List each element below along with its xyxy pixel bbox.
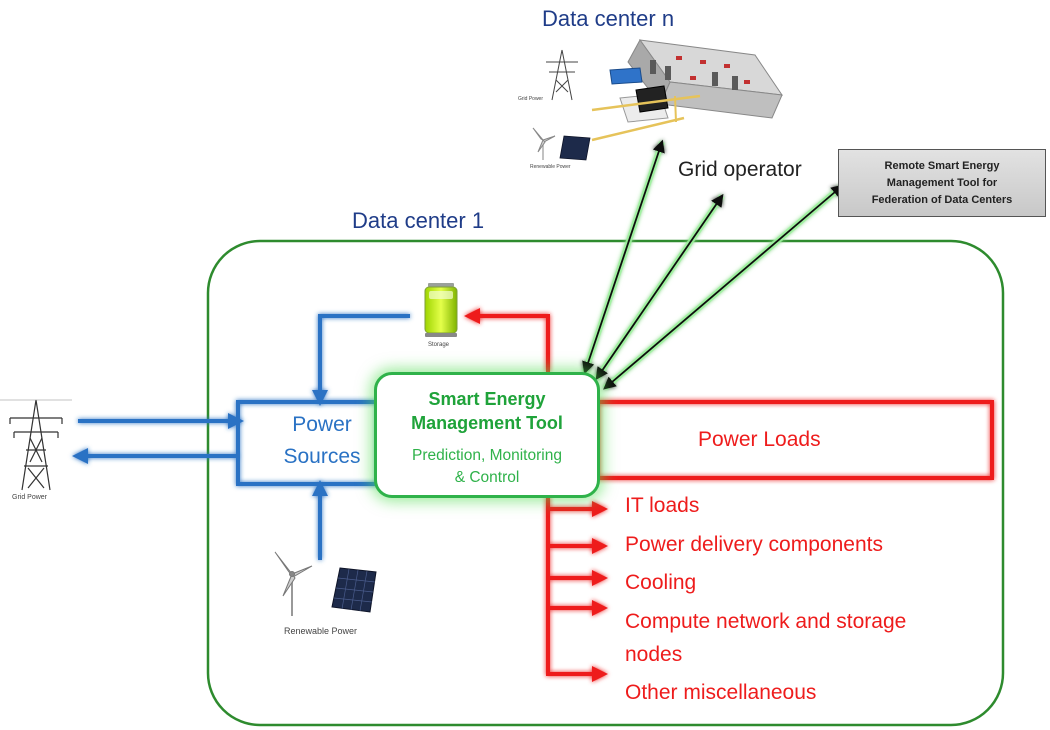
load-item-misc: Other miscellaneous [625,681,817,704]
load-item-compute: Compute network and storage [625,610,907,633]
battery-storage-icon [424,283,458,337]
power-sources-line1: Power [292,413,352,436]
dcn-renewable-power-label: Renewable Power [530,164,571,170]
remote-tool-line3: Federation of Data Centers [871,194,1013,206]
load-item-compute-nodes: nodes [625,643,683,666]
remote-tool-line1: Remote Smart Energy [884,160,1000,172]
grid-tower-icon [0,399,72,491]
smart-tool-sub-line2: & Control [454,469,520,486]
grid-power-label: Grid Power [12,494,48,501]
load-item-it: IT loads [625,494,700,517]
storage-label: Storage [428,342,450,348]
data-center-1-title: Data center 1 [352,208,485,233]
power-sources-line2: Sources [283,445,361,468]
smart-tool-title: Smart Energy Management Tool [377,387,597,435]
smart-tool-sub-line1: Prediction, Monitoring [412,447,562,464]
red-flows [464,308,608,682]
dcn-solar-panel-icon [559,135,591,161]
solar-panel-icon [331,567,377,613]
grid-operator-label: Grid operator [678,158,802,181]
renewable-power-label: Renewable Power [284,626,358,636]
smart-tool-title-line2: Management Tool [411,413,563,433]
wind-turbine-icon [274,551,313,616]
dcn-grid-power-label: Grid Power [518,96,544,102]
remote-tool-line2: Management Tool for [886,177,998,189]
load-item-cooling: Cooling [625,571,697,594]
smart-tool-subtitle: Prediction, Monitoring & Control [377,445,597,489]
dcn-wind-turbine-icon [532,127,556,160]
dcn-grid-tower-icon [546,49,578,101]
power-sources-label: Power Sources [262,409,382,473]
power-loads-label: Power Loads [698,428,821,451]
smart-energy-tool-box: Smart Energy Management Tool Prediction,… [374,372,600,498]
load-item-power-delivery: Power delivery components [625,533,883,556]
data-center-n-title: Data center n [542,6,675,31]
blue-flows [72,314,410,560]
communication-arrows [582,139,844,391]
remote-tool-box: Remote Smart Energy Management Tool for … [838,149,1046,217]
smart-tool-title-line1: Smart Energy [428,389,546,409]
data-center-icon [591,39,784,142]
